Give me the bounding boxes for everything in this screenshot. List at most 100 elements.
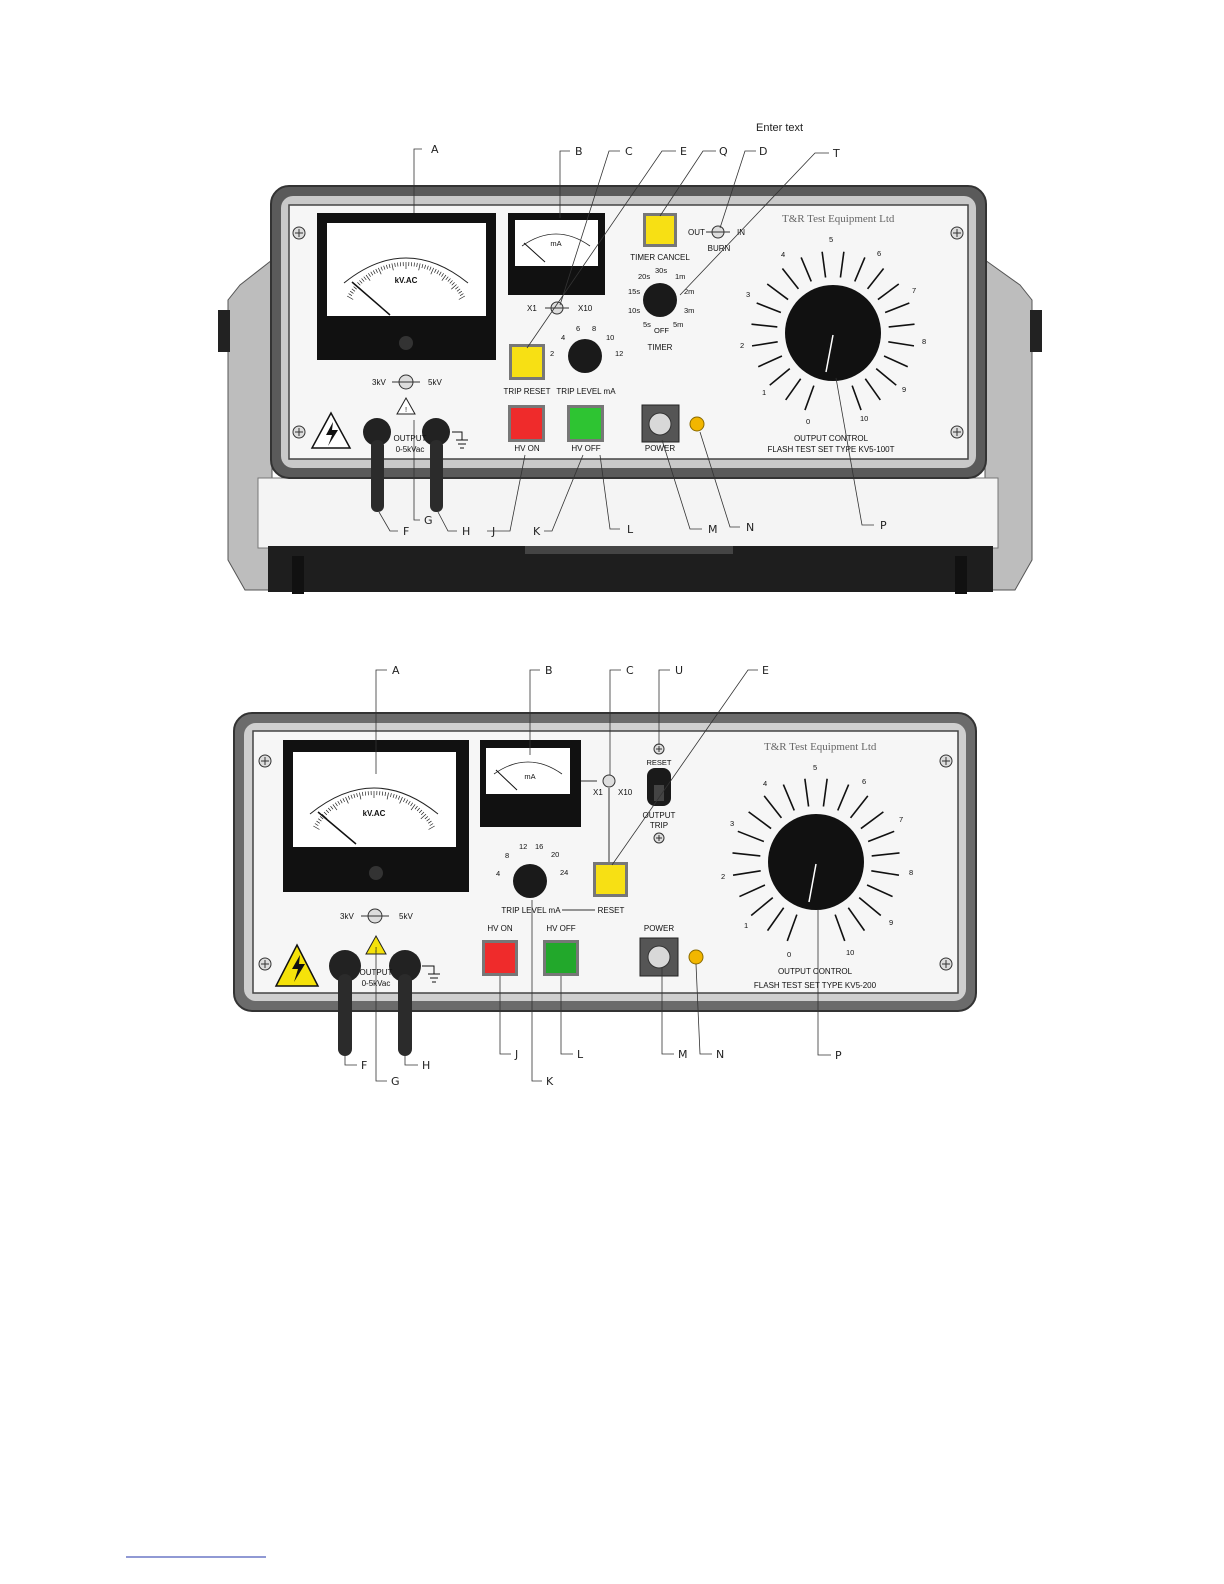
callout-b: B (545, 664, 553, 677)
timer-cancel-button[interactable] (646, 216, 674, 244)
trip-level-knob[interactable] (513, 864, 547, 898)
timer-label: TIMER (648, 343, 673, 352)
timer-mark: 1m (675, 272, 685, 281)
callout-t: T (832, 147, 840, 160)
dial-tick (888, 341, 915, 347)
meter-tick (421, 264, 424, 269)
output-rating-label: 0-5kVac (396, 445, 425, 454)
dial-tick (821, 251, 827, 278)
dial-mark: 10 (860, 414, 868, 423)
trip-reset-label: TRIP RESET (504, 387, 551, 396)
reset-label: RESET (598, 906, 625, 915)
trip-level-label: TRIP LEVEL mA (556, 387, 616, 396)
dial-mark: 0 (806, 417, 810, 426)
timer-mark: 15s (628, 287, 640, 296)
hv-on-button[interactable] (511, 408, 542, 439)
screw-icon (939, 957, 953, 971)
callout-h: H (422, 1059, 430, 1072)
meter-tick (313, 825, 320, 830)
reset-button[interactable] (596, 865, 625, 894)
left-foot (292, 556, 304, 594)
dial-tick (839, 251, 845, 278)
return-terminal (422, 418, 450, 446)
trip-level-knob[interactable] (568, 339, 602, 373)
meter-tick (384, 791, 387, 796)
meter-tick (399, 796, 403, 804)
meter-tick (449, 280, 453, 284)
screw-icon (292, 226, 306, 240)
hv-on-button[interactable] (485, 943, 515, 973)
meter-tick (319, 816, 324, 820)
hv-off-button[interactable] (570, 408, 601, 439)
screw-icon (950, 425, 964, 439)
dial-tick (800, 257, 812, 282)
trip-reset-button[interactable] (512, 347, 542, 377)
dial-mark: 10 (846, 948, 854, 957)
meter-tick (314, 823, 319, 826)
meter-tick (383, 265, 386, 270)
dial-tick (757, 355, 783, 368)
range-x10-label: X10 (578, 304, 593, 313)
trip-mark: 10 (606, 333, 614, 342)
meter-tick (327, 807, 332, 812)
meter-tick (436, 270, 440, 275)
meter-tick (350, 794, 353, 799)
range-switch[interactable] (602, 774, 616, 788)
timer-knob[interactable] (643, 283, 677, 317)
meter-tick (430, 267, 434, 275)
dial-tick (822, 778, 828, 807)
dial-tick (871, 870, 900, 876)
trip-mark: 12 (615, 349, 623, 358)
meter-tick (346, 295, 354, 300)
dial-mark: 9 (889, 918, 893, 927)
output-control-label: OUTPUT CONTROL (778, 967, 853, 976)
meter-tick (356, 793, 358, 798)
ma-meter: mA (480, 740, 581, 827)
meter-tick (414, 805, 418, 810)
callout-p: P (880, 519, 887, 532)
meter-zero-adjust[interactable] (399, 336, 413, 350)
hv-on-label: HV ON (514, 444, 540, 453)
meter-zero-adjust[interactable] (369, 866, 383, 880)
power-label: POWER (644, 924, 674, 933)
power-switch[interactable] (648, 412, 672, 436)
callout-u: U (675, 664, 683, 677)
dial-tick (737, 830, 765, 843)
dial-tick (804, 778, 810, 807)
return-terminal (389, 950, 421, 982)
meter-tick (410, 804, 416, 811)
hv-off-label: HV OFF (571, 444, 600, 453)
hv-off-button[interactable] (546, 943, 576, 973)
trip-mark: 16 (535, 842, 543, 851)
dial-tick (732, 852, 761, 857)
burn-in-label: IN (737, 228, 745, 237)
dial-mark: 5 (813, 763, 817, 772)
voltage-5kv-label: 5kV (399, 912, 413, 921)
meter-tick (395, 794, 398, 799)
figure-kv5-200: kV.AC mA X1 X10 RESET OUTPUT TRIP 4 (233, 664, 977, 1088)
meter-tick (353, 286, 357, 290)
timer-mark: 30s (655, 266, 667, 275)
output-control-knob[interactable] (768, 814, 864, 910)
callout-h: H (462, 525, 470, 538)
screw-icon (653, 743, 665, 755)
dial-tick (837, 784, 850, 811)
dial-tick (732, 870, 761, 876)
power-switch[interactable] (647, 945, 671, 969)
dial-tick (849, 795, 869, 819)
left-handle-pin (218, 310, 230, 352)
hv-on-label: HV ON (487, 924, 513, 933)
timer-mark: OFF (654, 326, 669, 335)
dial-tick (871, 852, 900, 857)
meter-tick (420, 813, 427, 820)
output-control-knob[interactable] (785, 285, 881, 381)
callout-m: M (678, 1048, 688, 1061)
meter-tick (458, 290, 463, 294)
output-trip-label-2: TRIP (650, 821, 668, 830)
dial-mark: 7 (912, 286, 916, 295)
dial-mark: 9 (902, 385, 906, 394)
dial-mark: 8 (909, 868, 913, 877)
output-control-dial: 0 1 2 3 4 5 6 7 8 9 10 (740, 235, 926, 426)
ma-meter-label: mA (524, 772, 535, 781)
